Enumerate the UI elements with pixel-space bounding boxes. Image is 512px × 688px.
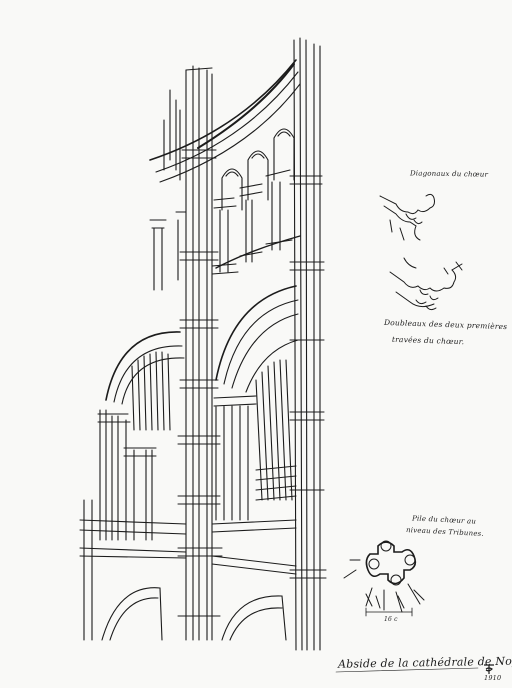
scale-label: 16 c [384, 616, 398, 623]
pier-plan [343, 540, 425, 617]
note-diagonals: Diagonaux du chœur [409, 169, 489, 179]
diagonal-rib-profile [379, 193, 435, 241]
title-underline [335, 667, 479, 673]
apse-elevation [79, 37, 327, 651]
monogram-icon [484, 664, 494, 674]
sheet-year: 1910 [484, 674, 502, 682]
doubleau-profile [389, 257, 463, 311]
